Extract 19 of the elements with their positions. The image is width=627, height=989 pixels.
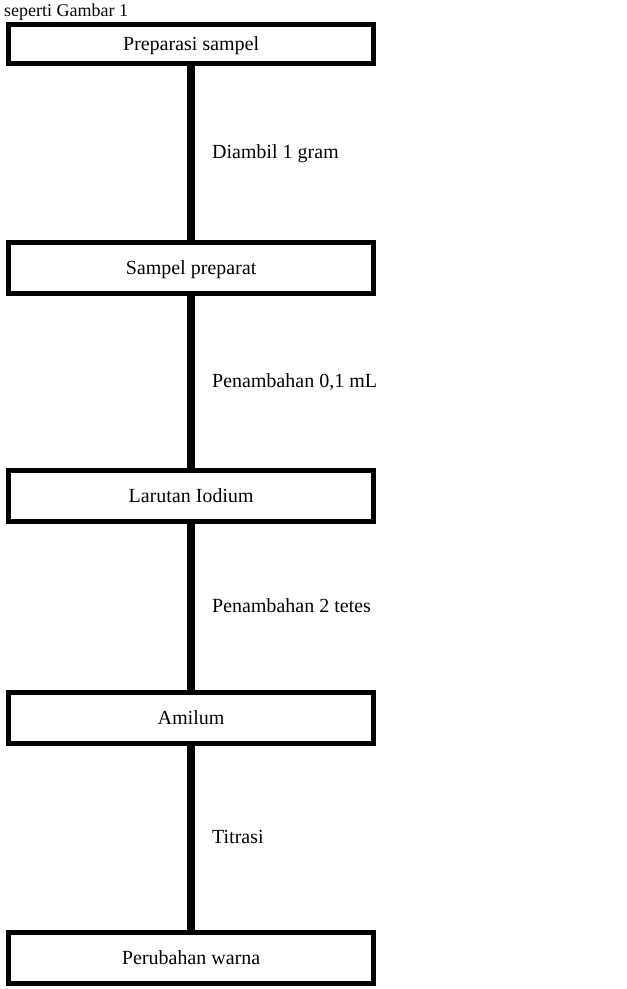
connector-line [187,66,195,240]
edge-label: Titrasi [212,826,264,849]
box-label: Perubahan warna [122,946,260,970]
process-box [6,690,376,746]
box-label: Amilum [158,706,224,730]
connector-line [187,746,195,930]
connector-line [187,296,195,468]
box-label: Preparasi sampel [122,32,260,56]
process-box [6,468,376,524]
process-box [6,240,376,296]
connector-line [187,524,195,690]
edge-label: Penambahan 0,1 mL [212,370,377,393]
process-box [6,930,376,986]
caption-text: seperti Gambar 1 [4,0,128,20]
edge-label: Penambahan 2 tetes [212,595,371,618]
box-label: Sampel preparat [126,256,256,280]
edge-label: Diambil 1 gram [212,141,339,164]
box-label: Larutan Iodium [128,484,254,508]
process-box [6,22,376,66]
